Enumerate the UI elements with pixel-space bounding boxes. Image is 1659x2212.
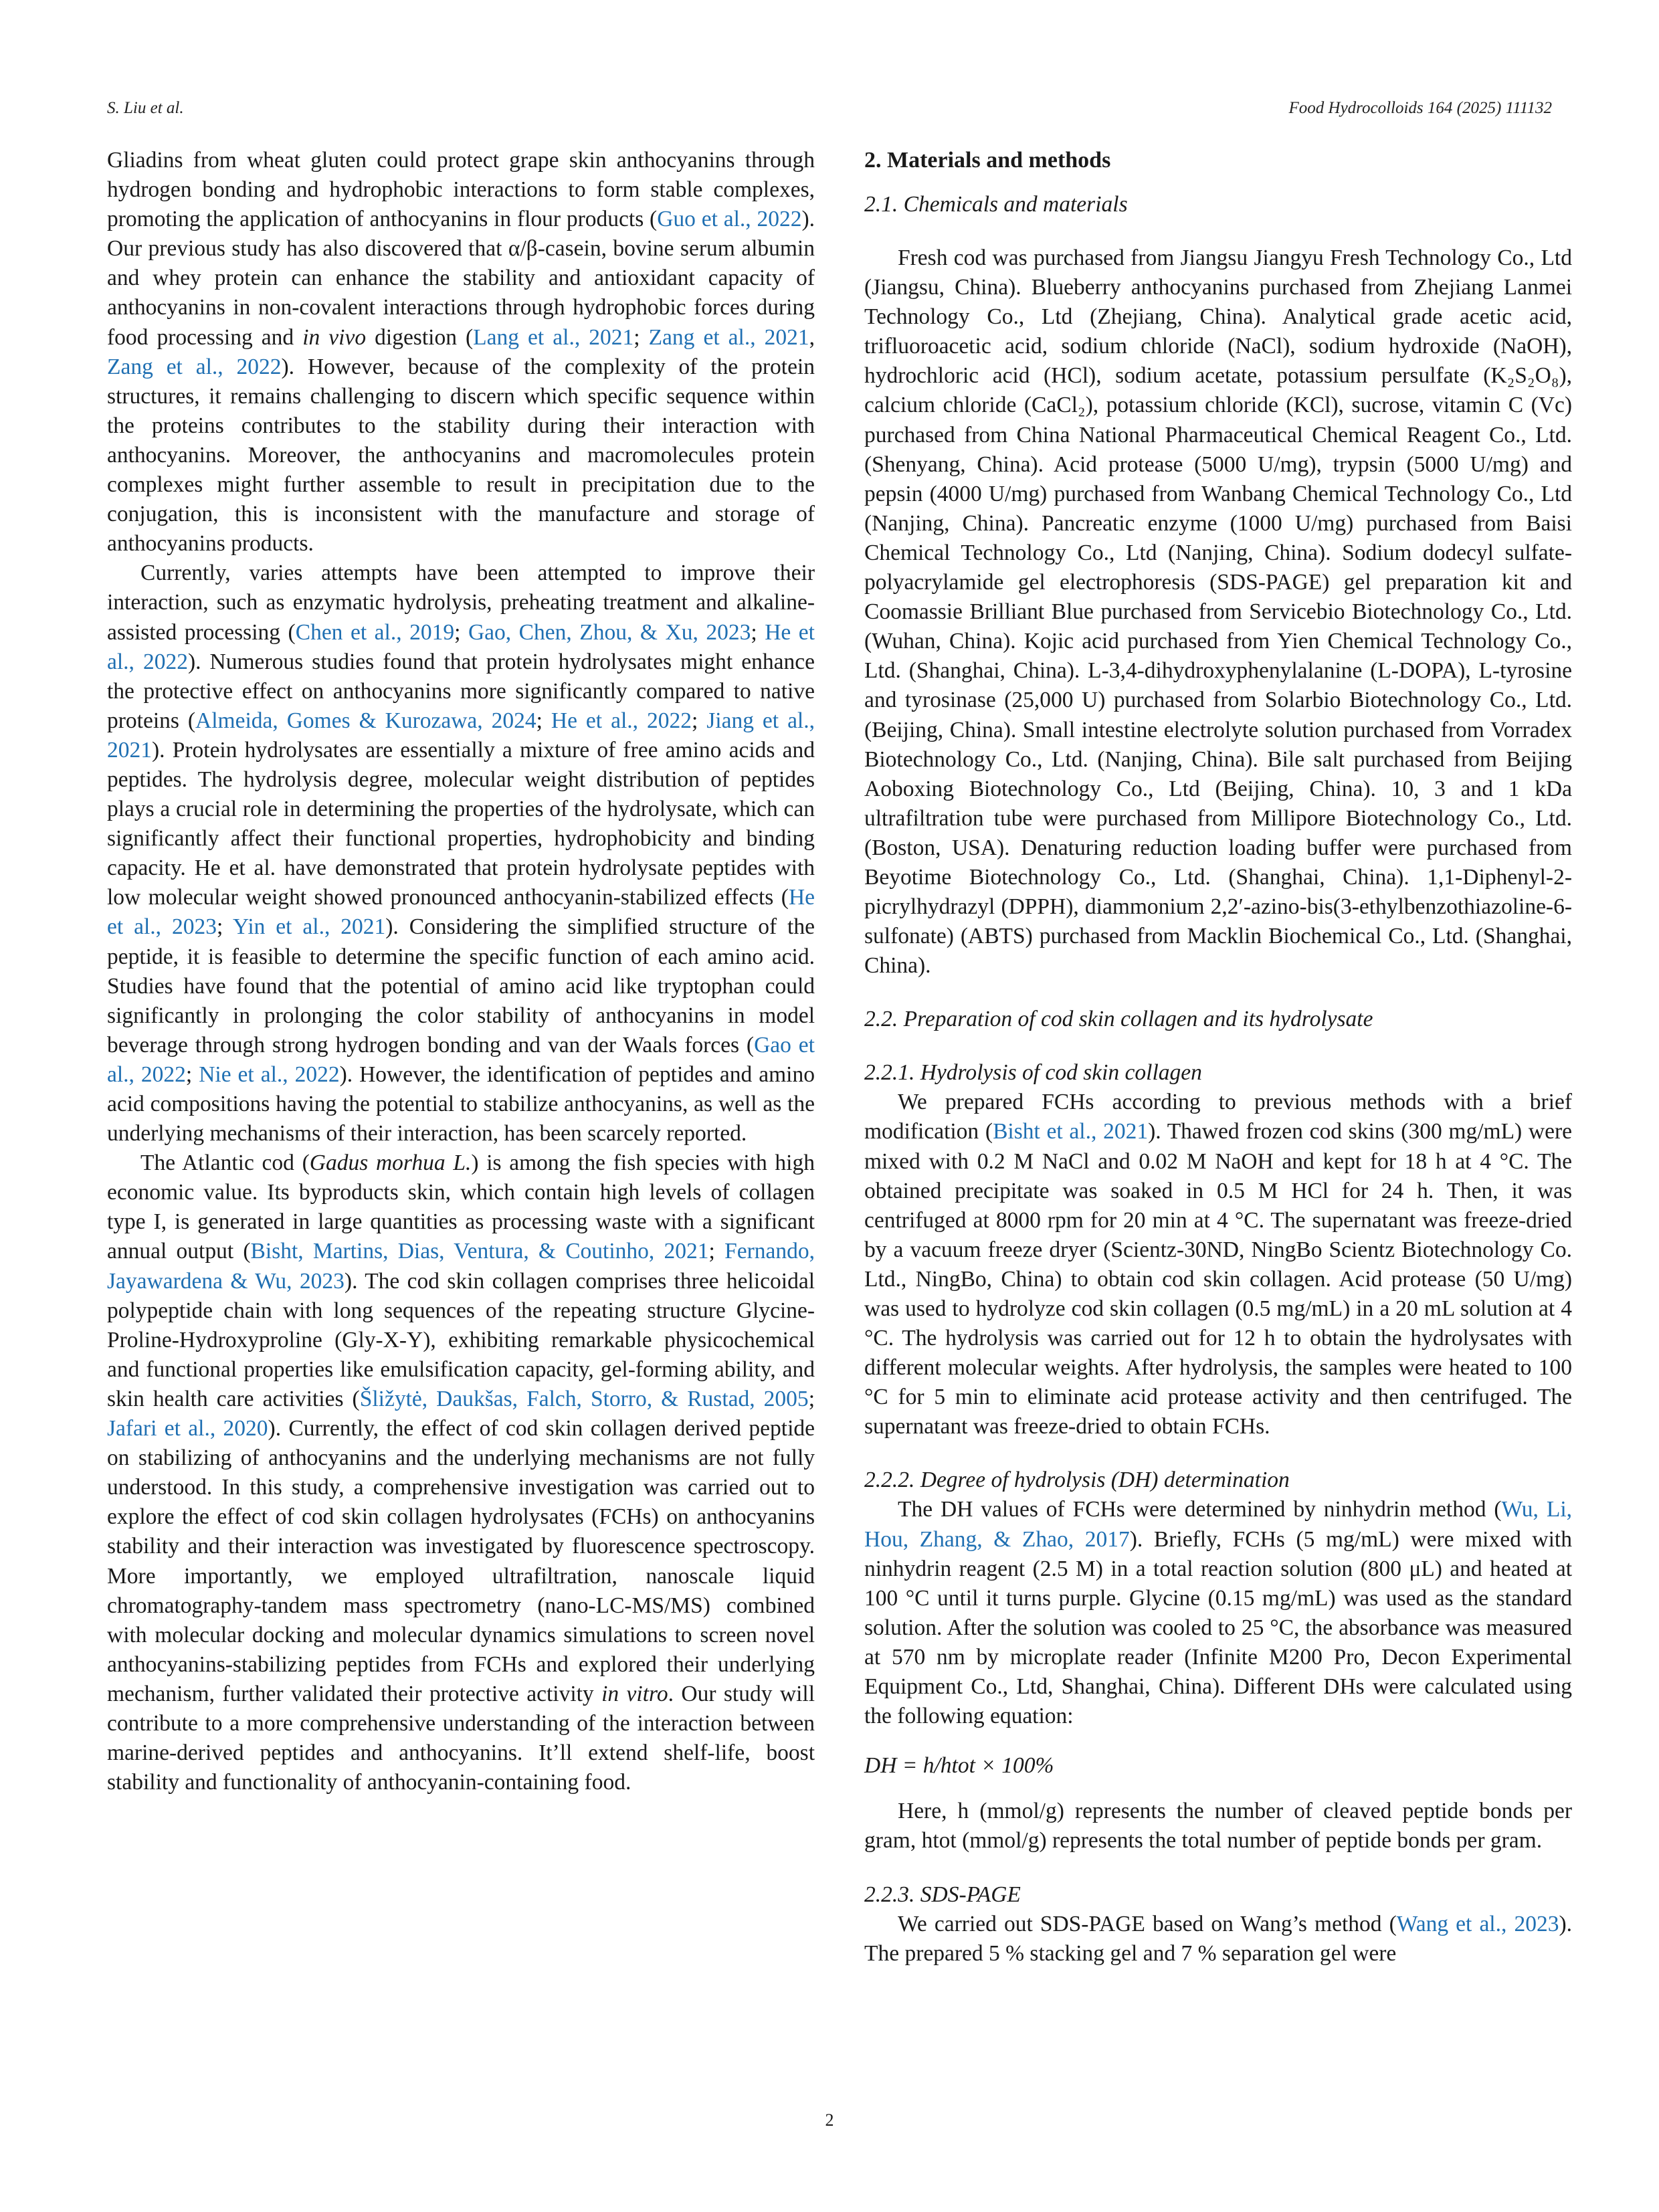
paragraph-intro-3: The Atlantic cod (Gadus morhua L.) is am… <box>107 1150 815 1795</box>
subsection-heading-2-1: 2.1. Chemicals and materials <box>864 192 1128 217</box>
paragraph-equation-explanation: Here, h (mmol/g) represents the number o… <box>864 1799 1572 1853</box>
citation-link[interactable]: Wang et al., 2023 <box>1396 1911 1559 1936</box>
right-column: 2. Materials and methods 2.1. Chemicals … <box>864 146 1572 1969</box>
citation-link[interactable]: Lang et al., 2021 <box>473 324 634 350</box>
paragraph-sds-page: We carried out SDS-PAGE based on Wang’s … <box>864 1911 1572 1966</box>
citation-link[interactable]: Chen et al., 2019 <box>295 619 455 645</box>
section-heading: 2. Materials and methods <box>864 148 1111 173</box>
subsubsection-heading-2-2-2: 2.2.2. Degree of hydrolysis (DH) determi… <box>864 1468 1290 1493</box>
running-head-left: S. Liu et al. <box>107 99 184 117</box>
citation-link[interactable]: Jafari et al., 2020 <box>107 1416 268 1441</box>
dh-equation: DH = h/htot × 100% <box>864 1753 1054 1779</box>
subsubsection-heading-2-2-3: 2.2.3. SDS-PAGE <box>864 1882 1021 1907</box>
citation-link[interactable]: Gao, Chen, Zhou, & Xu, 2023 <box>468 619 751 645</box>
paragraph-hydrolysis: We prepared FCHs according to previous m… <box>864 1090 1573 1439</box>
citation-link[interactable]: Bisht, Martins, Dias, Ventura, & Coutinh… <box>250 1239 709 1264</box>
paragraph-chemicals: Fresh cod was purchased from Jiangsu Jia… <box>864 245 1572 979</box>
page-number: 2 <box>825 2110 834 2130</box>
citation-link[interactable]: Zang et al., 2021 <box>648 324 809 350</box>
citation-link[interactable]: Šližytė, Daukšas, Falch, Storro, & Rusta… <box>359 1386 809 1411</box>
citation-link[interactable]: He et al., 2023 <box>107 885 815 940</box>
paragraph-intro-1: Gliadins from wheat gluten could protect… <box>107 148 815 557</box>
paragraph-intro-2: Currently, varies attempts have been att… <box>107 561 815 1146</box>
citation-link[interactable]: Fernando, Jayawardena & Wu, 2023 <box>107 1239 815 1294</box>
left-column: Gliadins from wheat gluten could protect… <box>107 146 815 1797</box>
subsection-heading-2-2: 2.2. Preparation of cod skin collagen an… <box>864 1007 1373 1032</box>
paragraph-dh: The DH values of FCHs were determined by… <box>864 1497 1572 1729</box>
citation-link[interactable]: He et al., 2022 <box>107 619 815 674</box>
citation-link[interactable]: Wu, Li, Hou, Zhang, & Zhao, 2017 <box>864 1497 1572 1552</box>
citation-link[interactable]: Nie et al., 2022 <box>199 1062 340 1087</box>
citation-link[interactable]: Gao et al., 2022 <box>107 1032 815 1087</box>
subsubsection-heading-2-2-1: 2.2.1. Hydrolysis of cod skin collagen <box>864 1060 1202 1086</box>
citation-link[interactable]: Yin et al., 2021 <box>232 914 386 940</box>
citation-link[interactable]: Zang et al., 2022 <box>107 354 282 379</box>
citation-link[interactable]: Jiang et al., 2021 <box>107 708 815 763</box>
citation-link[interactable]: He et al., 2022 <box>551 708 692 733</box>
citation-link[interactable]: Almeida, Gomes & Kurozawa, 2024 <box>195 708 536 733</box>
citation-link[interactable]: Guo et al., 2022 <box>657 207 802 232</box>
citation-link[interactable]: Bisht et al., 2021 <box>993 1119 1149 1144</box>
running-head-right: Food Hydrocolloids 164 (2025) 111132 <box>1288 99 1552 117</box>
